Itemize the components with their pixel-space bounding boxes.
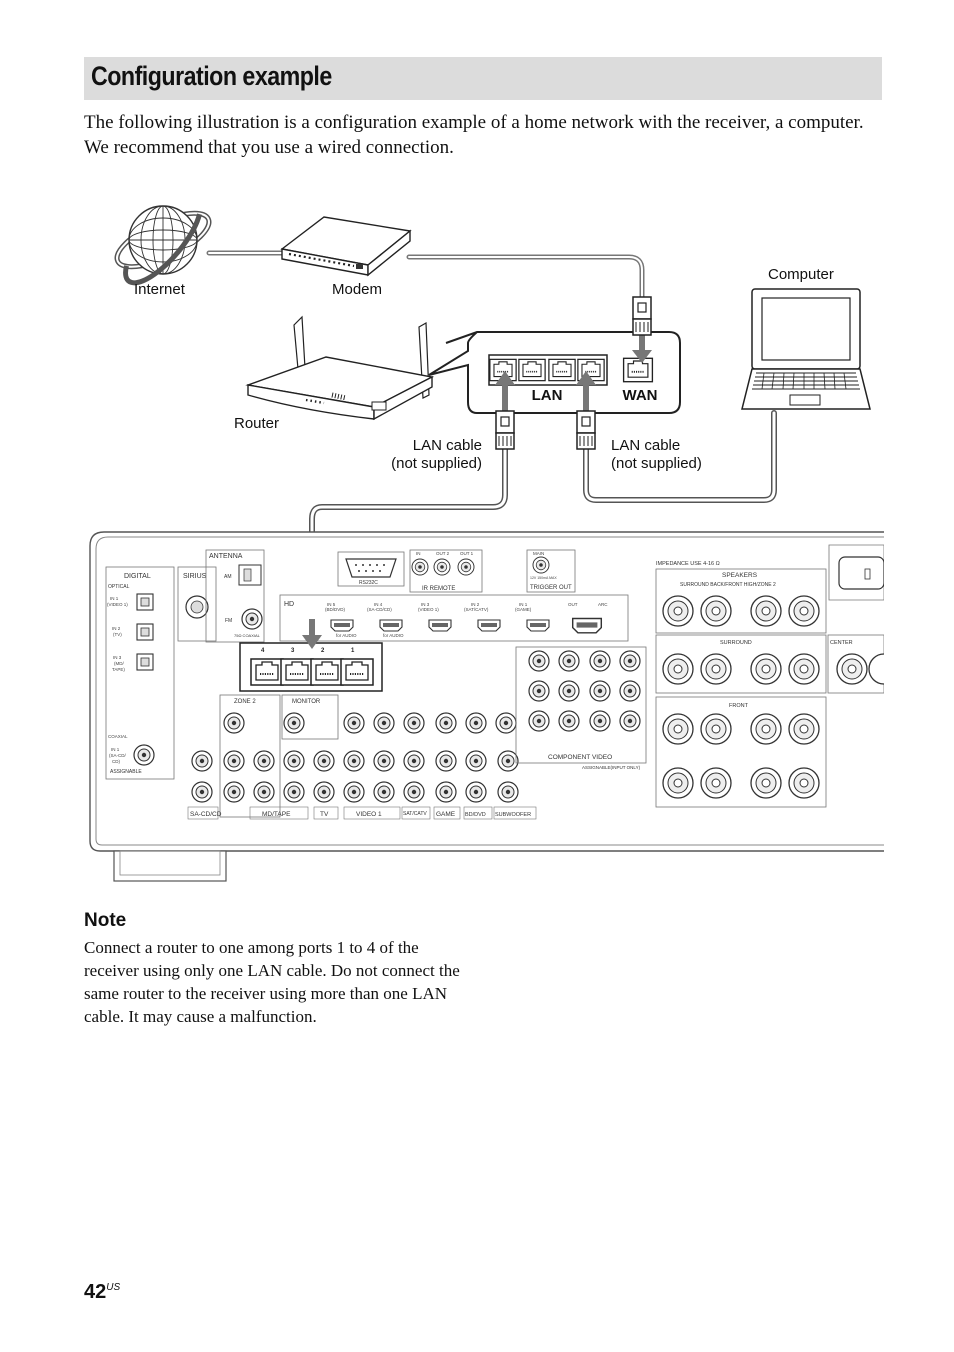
svg-text:CD): CD) xyxy=(112,759,120,764)
svg-text:12V 150mA MAX: 12V 150mA MAX xyxy=(530,576,557,580)
wan-cable-plug xyxy=(632,296,652,336)
svg-text:ANTENNA: ANTENNA xyxy=(209,553,243,560)
svg-text:OUT 1: OUT 1 xyxy=(460,551,474,556)
svg-text:DIGITAL: DIGITAL xyxy=(124,573,151,580)
svg-text:SAT/CATV: SAT/CATV xyxy=(403,811,427,817)
page-number: 42US xyxy=(84,1281,120,1304)
computer-label: Computer xyxy=(768,266,834,283)
lan-cable-right-label: LAN cable (not supplied) xyxy=(611,437,702,473)
lan-cable-left-label: LAN cable (not supplied) xyxy=(380,437,482,473)
svg-text:IN 3: IN 3 xyxy=(421,602,430,607)
cable-lines xyxy=(206,250,777,570)
svg-text:VIDEO 1: VIDEO 1 xyxy=(356,811,382,818)
router-port-callout: LAN WAN xyxy=(428,331,681,417)
lan-port-label: LAN xyxy=(532,387,563,404)
svg-text:SURROUND BACK/FRONT HIGH/ZONE: SURROUND BACK/FRONT HIGH/ZONE 2 xyxy=(680,582,776,588)
svg-text:OPTICAL: OPTICAL xyxy=(108,584,130,590)
svg-text:IN 2: IN 2 xyxy=(112,626,121,631)
svg-text:(GAME): (GAME) xyxy=(515,607,532,612)
globe-icon xyxy=(114,205,212,286)
svg-text:TRIGGER OUT: TRIGGER OUT xyxy=(530,585,572,591)
intro-line-1: The following illustration is a configur… xyxy=(84,112,864,133)
lan-cable-left-subtitle: (not supplied) xyxy=(391,455,482,472)
svg-text:IN 2: IN 2 xyxy=(471,602,480,607)
page-number-value: 42 xyxy=(84,1281,107,1303)
svg-text:for AUDIO: for AUDIO xyxy=(383,633,404,638)
svg-text:CENTER: CENTER xyxy=(830,640,853,646)
note-heading: Note xyxy=(84,910,127,931)
svg-text:IN 3: IN 3 xyxy=(113,655,122,660)
svg-text:HD: HD xyxy=(284,601,294,608)
svg-text:IN 4: IN 4 xyxy=(374,602,383,607)
svg-text:(SA-CD/: (SA-CD/ xyxy=(109,753,126,758)
receiver-rear-panel: DIGITAL OPTICAL IN 1(VIDEO 1) IN 2(TV) I… xyxy=(89,531,884,882)
svg-text:(VIDEO 1): (VIDEO 1) xyxy=(418,607,439,612)
svg-text:1: 1 xyxy=(351,648,355,654)
page-number-suffix: US xyxy=(106,1282,121,1293)
svg-text:ASSIGNABLE(INPUT ONLY): ASSIGNABLE(INPUT ONLY) xyxy=(582,765,641,770)
lan-cable-plug-right xyxy=(576,410,596,450)
svg-text:ARC: ARC xyxy=(598,602,608,607)
svg-text:ZONE 2: ZONE 2 xyxy=(234,699,256,705)
svg-text:COMPONENT VIDEO: COMPONENT VIDEO xyxy=(548,754,612,761)
computer-icon xyxy=(741,288,871,410)
svg-text:IN 1: IN 1 xyxy=(111,747,120,752)
lan-cable-right-title: LAN cable xyxy=(611,437,681,454)
svg-text:for AUDIO: for AUDIO xyxy=(336,633,357,638)
svg-text:MAIN: MAIN xyxy=(533,551,544,556)
svg-text:IN 1: IN 1 xyxy=(519,602,528,607)
section-title: Configuration example xyxy=(91,61,332,91)
svg-text:SIRIUS: SIRIUS xyxy=(183,573,207,580)
wan-port-label: WAN xyxy=(623,387,658,404)
svg-text:RS232C: RS232C xyxy=(359,580,378,586)
svg-text:SA-CD/CD: SA-CD/CD xyxy=(190,811,222,818)
svg-text:IR REMOTE: IR REMOTE xyxy=(422,586,455,592)
router-label: Router xyxy=(234,415,280,432)
svg-text:(BD/DVD): (BD/DVD) xyxy=(325,607,346,612)
svg-text:TAPE): TAPE) xyxy=(112,667,125,672)
lan-cable-right-subtitle: (not supplied) xyxy=(611,455,702,472)
svg-text:SURROUND: SURROUND xyxy=(720,640,752,646)
svg-text:BD/DVD: BD/DVD xyxy=(465,812,486,818)
svg-text:75Ω COAXIAL: 75Ω COAXIAL xyxy=(234,633,261,638)
svg-text:(MD/: (MD/ xyxy=(114,661,124,666)
intro-text: The following illustration is a configur… xyxy=(84,110,874,160)
svg-text:TV: TV xyxy=(320,811,329,818)
svg-text:ASSIGNABLE: ASSIGNABLE xyxy=(110,769,142,775)
modem-label: Modem xyxy=(332,281,383,298)
svg-text:4: 4 xyxy=(261,648,265,654)
svg-text:(SAT/CATV): (SAT/CATV) xyxy=(464,607,489,612)
lan-cable-plug-left xyxy=(495,410,515,450)
svg-text:OUT: OUT xyxy=(568,602,578,607)
svg-text:SPEAKERS: SPEAKERS xyxy=(722,572,758,579)
svg-text:2: 2 xyxy=(321,648,325,654)
router-icon xyxy=(245,315,435,421)
svg-text:FRONT: FRONT xyxy=(729,703,749,709)
svg-text:IN: IN xyxy=(416,551,421,556)
svg-text:MD/TAPE: MD/TAPE xyxy=(262,811,291,818)
svg-text:FM: FM xyxy=(225,618,232,624)
modem-icon xyxy=(280,216,412,277)
svg-text:COAXIAL: COAXIAL xyxy=(108,734,128,739)
svg-text:GAME: GAME xyxy=(436,811,456,818)
svg-text:MONITOR: MONITOR xyxy=(292,699,321,705)
svg-text:IN 1: IN 1 xyxy=(110,596,119,601)
svg-text:SUBWOOFER: SUBWOOFER xyxy=(495,812,531,818)
configuration-illustration: LAN WAN xyxy=(89,205,884,882)
svg-text:(VIDEO 1): (VIDEO 1) xyxy=(107,602,128,607)
section-header-bar: Configuration example xyxy=(84,57,882,100)
note-body: Connect a router to one among ports 1 to… xyxy=(84,938,460,1026)
svg-text:(TV): (TV) xyxy=(113,632,122,637)
svg-text:AM: AM xyxy=(224,574,232,580)
svg-text:IMPEDANCE USE 4-16 Ω: IMPEDANCE USE 4-16 Ω xyxy=(656,561,720,567)
svg-text:(SA-CD/CD): (SA-CD/CD) xyxy=(367,607,392,612)
svg-text:OUT 2: OUT 2 xyxy=(436,551,450,556)
svg-text:3: 3 xyxy=(291,648,295,654)
internet-label: Internet xyxy=(134,281,185,298)
lan-cable-left-title: LAN cable xyxy=(412,437,482,454)
svg-text:IN 5: IN 5 xyxy=(327,602,336,607)
intro-line-2: We recommend that you use a wired connec… xyxy=(84,137,454,158)
network-configuration-figure: LAN WAN xyxy=(84,195,884,895)
